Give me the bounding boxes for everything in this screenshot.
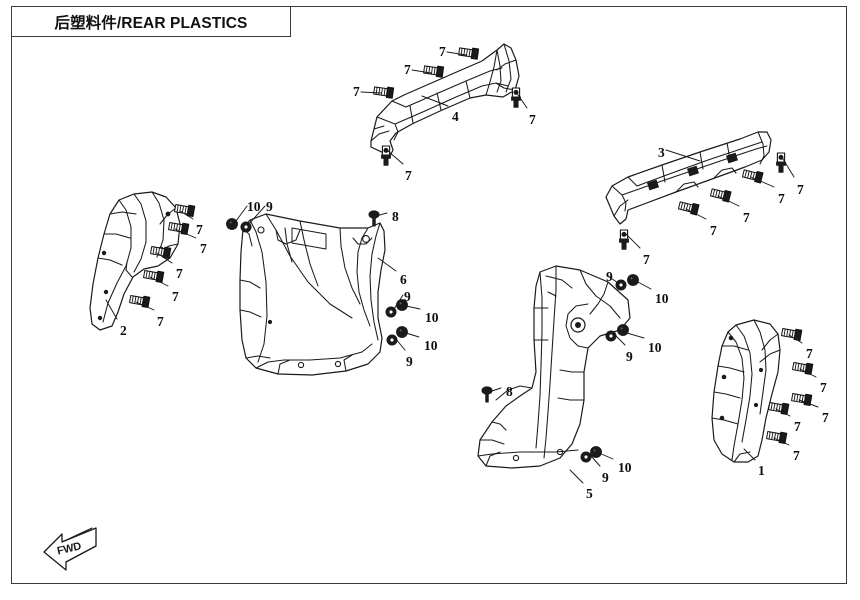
callout-number-7: 7 bbox=[529, 112, 536, 127]
leader-line bbox=[411, 69, 432, 74]
callout-number-7: 7 bbox=[710, 223, 717, 238]
callout-number-7: 7 bbox=[797, 182, 804, 197]
leader-line bbox=[135, 301, 155, 311]
leader-line bbox=[665, 149, 701, 162]
callout-number-8: 8 bbox=[506, 384, 513, 399]
leader-lines bbox=[105, 51, 819, 484]
callout-number-7: 7 bbox=[778, 191, 785, 206]
leader-line bbox=[569, 469, 584, 484]
callout-number-7: 7 bbox=[743, 210, 750, 225]
callout-number-9: 9 bbox=[606, 269, 613, 284]
callout-number-7: 7 bbox=[793, 448, 800, 463]
callout-number-9: 9 bbox=[404, 289, 411, 304]
leader-line bbox=[798, 399, 819, 408]
leader-line bbox=[375, 212, 388, 217]
callout-number-10: 10 bbox=[247, 199, 261, 214]
leader-line bbox=[360, 91, 382, 94]
callout-number-6: 6 bbox=[400, 272, 407, 287]
callout-number-7: 7 bbox=[405, 168, 412, 183]
callout-number-10: 10 bbox=[618, 460, 632, 475]
leader-line bbox=[105, 299, 118, 320]
leader-line bbox=[598, 452, 614, 460]
callout-number-9: 9 bbox=[626, 349, 633, 364]
callout-number-7: 7 bbox=[353, 84, 360, 99]
leader-line bbox=[743, 448, 756, 461]
callout-number-5: 5 bbox=[586, 486, 593, 501]
leader-line bbox=[799, 368, 817, 378]
part-1-right-rear-fender bbox=[711, 319, 781, 463]
leader-line bbox=[421, 95, 449, 107]
leader-line bbox=[773, 437, 790, 446]
part-4-left-side-rail bbox=[370, 43, 520, 157]
callout-number-7: 7 bbox=[439, 44, 446, 59]
leader-line bbox=[775, 408, 791, 417]
leader-line bbox=[635, 280, 652, 290]
page-title: 后塑料件/REAR PLASTICS bbox=[54, 14, 248, 32]
callout-number-7: 7 bbox=[820, 380, 827, 395]
leader-line bbox=[149, 276, 169, 287]
leader-line bbox=[788, 334, 803, 344]
leader-line bbox=[179, 210, 194, 220]
leader-line bbox=[613, 333, 626, 346]
callout-number-4: 4 bbox=[452, 109, 459, 124]
part-5-right-inner-panel bbox=[477, 265, 631, 469]
leader-line bbox=[488, 387, 502, 393]
callout-number-7: 7 bbox=[794, 419, 801, 434]
callout-number-7: 7 bbox=[200, 241, 207, 256]
leader-line bbox=[394, 337, 406, 351]
callout-number-7: 7 bbox=[157, 314, 164, 329]
callout-number-7: 7 bbox=[822, 410, 829, 425]
leader-line bbox=[625, 233, 641, 249]
callout-number-9: 9 bbox=[266, 199, 273, 214]
leader-line bbox=[782, 158, 795, 178]
leader-line bbox=[607, 275, 619, 284]
leader-line bbox=[235, 205, 248, 222]
callout-number-1: 1 bbox=[758, 463, 765, 478]
fastener-glyphs bbox=[128, 45, 814, 463]
leader-line bbox=[156, 252, 173, 264]
title-box: 后塑料件/REAR PLASTICS bbox=[11, 6, 291, 37]
leader-line bbox=[446, 51, 467, 56]
leader-line bbox=[685, 208, 707, 220]
leader-line bbox=[515, 91, 528, 109]
part-3-right-side-rail bbox=[605, 131, 772, 225]
callout-number-10: 10 bbox=[655, 291, 669, 306]
leader-line bbox=[405, 332, 420, 338]
leader-line bbox=[717, 195, 740, 207]
callout-number-9: 9 bbox=[406, 354, 413, 369]
callout-number-7: 7 bbox=[806, 346, 813, 361]
callout-number-7: 7 bbox=[643, 252, 650, 267]
callout-number-10: 10 bbox=[424, 338, 438, 353]
leader-line bbox=[393, 294, 404, 310]
callout-number-7: 7 bbox=[172, 289, 179, 304]
part-6-center-housing bbox=[239, 213, 386, 376]
leader-line bbox=[405, 305, 421, 310]
leader-line bbox=[626, 332, 645, 339]
callout-number-10: 10 bbox=[648, 340, 662, 355]
callout-number-7: 7 bbox=[196, 222, 203, 237]
leader-line bbox=[750, 176, 775, 188]
leader-line bbox=[387, 150, 404, 165]
callout-number-2: 2 bbox=[120, 323, 127, 338]
part-2-left-rear-fender bbox=[89, 191, 181, 331]
leader-line bbox=[590, 455, 601, 467]
fwd-arrow-icon bbox=[43, 527, 97, 571]
callout-number-7: 7 bbox=[404, 62, 411, 77]
callout-number-3: 3 bbox=[658, 145, 665, 160]
leader-line bbox=[248, 205, 266, 225]
callout-number-8: 8 bbox=[392, 209, 399, 224]
leader-line bbox=[377, 257, 397, 272]
callout-number-9: 9 bbox=[602, 470, 609, 485]
page-border bbox=[11, 6, 847, 584]
callout-number-10: 10 bbox=[425, 310, 439, 325]
leader-line bbox=[174, 228, 197, 239]
callout-number-7: 7 bbox=[176, 266, 183, 281]
